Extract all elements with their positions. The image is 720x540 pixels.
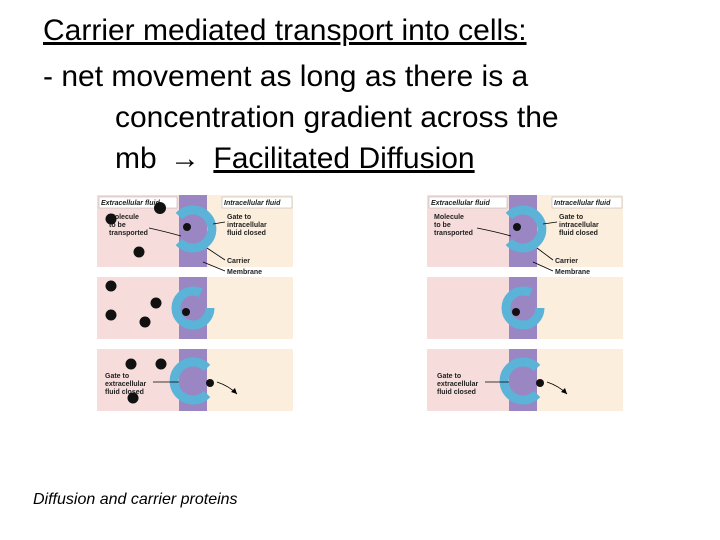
molecule-leader-line — [148, 227, 182, 237]
bullet-line-2: concentration gradient across the — [115, 101, 559, 134]
molecule-leader-line — [476, 227, 512, 237]
carrier-diagram-right: Extracellular fluid Intracellular fluid … — [427, 195, 623, 411]
membrane-strip-mid — [179, 277, 207, 339]
molecule — [183, 223, 191, 231]
gate-extra-label-1: Gate to — [437, 373, 461, 380]
membrane-strip-mid — [509, 277, 537, 339]
molecule-label-3: transported — [434, 230, 473, 237]
molecule-label-1: Molecule — [434, 214, 464, 221]
slide-title: Carrier mediated transport into cells: — [43, 14, 527, 47]
molecule — [125, 358, 137, 370]
carrier-protein-bottom — [499, 357, 541, 405]
molecule — [206, 379, 214, 387]
molecule — [150, 297, 162, 309]
gate-intra-leader-line — [212, 221, 226, 225]
carrier-label: Carrier — [555, 258, 578, 265]
carrier-leader-line — [536, 247, 554, 261]
extracellular-label-box — [98, 196, 178, 209]
membrane-leader-line — [202, 261, 226, 272]
molecule-label-2: to be — [109, 222, 126, 229]
release-arrowhead — [561, 388, 567, 394]
molecule — [154, 202, 166, 214]
extracellular-panel-bottom — [97, 349, 179, 411]
carrier-protein-bottom — [169, 357, 211, 405]
gate-intra-leader-line — [542, 221, 558, 225]
right-arrow-icon: → — [170, 142, 201, 175]
extracellular-panel-bottom — [427, 349, 509, 411]
molecule — [127, 392, 139, 404]
molecule — [155, 358, 167, 370]
molecule — [512, 308, 520, 316]
intracellular-panel-mid — [537, 277, 623, 339]
bullet-line-1: - net movement as long as there is a — [43, 60, 529, 93]
membrane-label: Membrane — [227, 269, 262, 276]
molecule-label-2: to be — [434, 222, 451, 229]
molecule — [182, 308, 190, 316]
membrane-label: Membrane — [555, 269, 590, 276]
carrier-label: Carrier — [227, 258, 250, 265]
gate-intra-label-2: intracellular — [227, 222, 267, 229]
extracellular-fluid-label: Extracellular fluid — [101, 200, 160, 207]
facilitated-diffusion-term: Facilitated Diffusion — [213, 142, 475, 175]
molecule — [105, 309, 117, 321]
gate-intra-label-3: fluid closed — [227, 230, 266, 237]
molecule-label-3: transported — [109, 230, 148, 237]
extracellular-label-box — [428, 196, 508, 209]
diagram-low-concentration: Extracellular fluid Intracellular fluid … — [427, 192, 623, 412]
intracellular-label-box — [551, 196, 623, 209]
release-arrowhead — [231, 388, 237, 394]
gate-intra-label-2: intracellular — [559, 222, 599, 229]
molecule — [139, 316, 151, 328]
membrane-abbrev: mb — [115, 142, 157, 175]
molecule — [513, 223, 521, 231]
carrier-diagram-left: Extracellular fluid Intracellular fluid … — [97, 195, 293, 411]
gate-intra-label-3: fluid closed — [559, 230, 598, 237]
gate-extra-label-3: fluid closed — [437, 389, 476, 396]
molecule — [105, 213, 117, 225]
carrier-protein-top — [505, 205, 547, 253]
intracellular-fluid-label: Intracellular fluid — [554, 200, 611, 207]
molecule — [536, 379, 544, 387]
intracellular-panel-mid — [207, 277, 293, 339]
gate-extra-label-2: extracellular — [437, 381, 479, 388]
intracellular-panel-bottom — [207, 349, 293, 411]
molecule-label-1: Molecule — [109, 214, 139, 221]
carrier-leader-line — [206, 247, 226, 261]
intracellular-fluid-label: Intracellular fluid — [224, 200, 281, 207]
intracellular-label-box — [221, 196, 293, 209]
gate-extra-label-3: fluid closed — [105, 389, 144, 396]
figure-caption: Diffusion and carrier proteins — [33, 491, 238, 508]
membrane-leader-line — [532, 261, 554, 272]
bullet-line-3: mb → Facilitated Diffusion — [115, 141, 475, 177]
gate-extra-label-2: extracellular — [105, 381, 147, 388]
molecule — [133, 246, 145, 258]
carrier-protein-top — [175, 205, 217, 253]
carrier-protein-mid — [171, 286, 215, 330]
intracellular-panel-bottom — [537, 349, 623, 411]
gate-intra-label-1: Gate to — [227, 214, 251, 221]
molecule — [105, 280, 117, 292]
carrier-protein-mid — [501, 286, 545, 330]
gate-extra-label-1: Gate to — [105, 373, 129, 380]
extracellular-panel-mid — [427, 277, 509, 339]
extracellular-fluid-label: Extracellular fluid — [431, 200, 490, 207]
gate-intra-label-1: Gate to — [559, 214, 583, 221]
diagram-high-concentration: Extracellular fluid Intracellular fluid … — [97, 192, 293, 412]
